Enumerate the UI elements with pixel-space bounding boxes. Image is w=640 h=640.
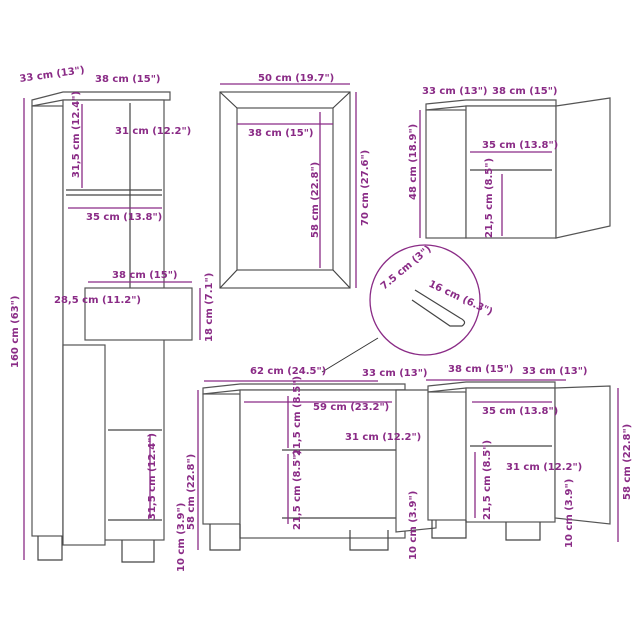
sink-lower-height-label: 21,5 cm (8.5") [292, 450, 303, 530]
tall-drawer-depth-label: 28,5 cm (11.2") [54, 295, 141, 306]
side-total-height-label: 58 cm (22.8") [622, 424, 633, 500]
side-width-label: 38 cm (15") [448, 364, 514, 375]
tall-width-label: 38 cm (15") [95, 74, 161, 85]
tall-shelf-depth-label: 31 cm (12.2") [115, 126, 191, 137]
side-depth-label: 33 cm (13") [522, 366, 588, 377]
sink-width-label: 62 cm (24.5") [250, 366, 326, 377]
tall-drawer-width-label: 38 cm (15") [112, 270, 178, 281]
tall-bottom-height-label: 31,5 cm (12.4") [147, 433, 158, 520]
tall-depth-label: 33 cm (13") [19, 65, 85, 85]
mirror-height-label: 70 cm (27.6") [360, 150, 371, 226]
sink-depth-label: 33 cm (13") [362, 368, 428, 379]
side-cabinet [426, 379, 619, 542]
sink-total-height-label: 58 cm (22.8") [186, 454, 197, 530]
tall-cabinet [23, 91, 201, 563]
sink-upper-height-label: 21,5 cm (8.5") [292, 376, 303, 456]
tall-inner-width-label: 35 cm (13.8") [86, 212, 162, 223]
mirror-width-label: 50 cm (19.7") [258, 73, 334, 84]
side-inner-width-label: 35 cm (13.8") [482, 406, 558, 417]
side-compartment-height-label: 21,5 cm (8.5") [482, 440, 493, 520]
tall-total-height-label: 160 cm (63") [10, 296, 21, 368]
wall-inner-width-label: 35 cm (13.8") [482, 140, 558, 151]
mirror [219, 83, 357, 289]
mirror-inner-height-label: 58 cm (22.8") [310, 162, 321, 238]
sink-shelf-depth-label: 31 cm (12.2") [345, 432, 421, 443]
sink-leg-height-label: 10 cm (3.9") [408, 491, 419, 560]
wall-compartment-height-label: 21,5 cm (8.5") [484, 158, 495, 238]
sink-cabinet [197, 380, 437, 551]
wall-depth-label: 33 cm (13") [422, 86, 488, 97]
side-leg-height-label: 10 cm (3.9") [564, 479, 575, 548]
tall-top-height-label: 31,5 cm (12.4") [71, 91, 82, 178]
side-shelf-depth-label: 31 cm (12.2") [506, 462, 582, 473]
wall-height-label: 48 cm (18.9") [408, 124, 419, 200]
wall-width-label: 38 cm (15") [492, 86, 558, 97]
hole-detail [321, 244, 481, 373]
sink-inner-width-label: 59 cm (23.2") [313, 402, 389, 413]
tall-leg-height-label: 10 cm (3.9") [176, 503, 187, 572]
mirror-inner-width-label: 38 cm (15") [248, 128, 314, 139]
wall-cabinet [419, 97, 611, 239]
tall-drawer-height-label: 18 cm (7.1") [204, 273, 215, 342]
